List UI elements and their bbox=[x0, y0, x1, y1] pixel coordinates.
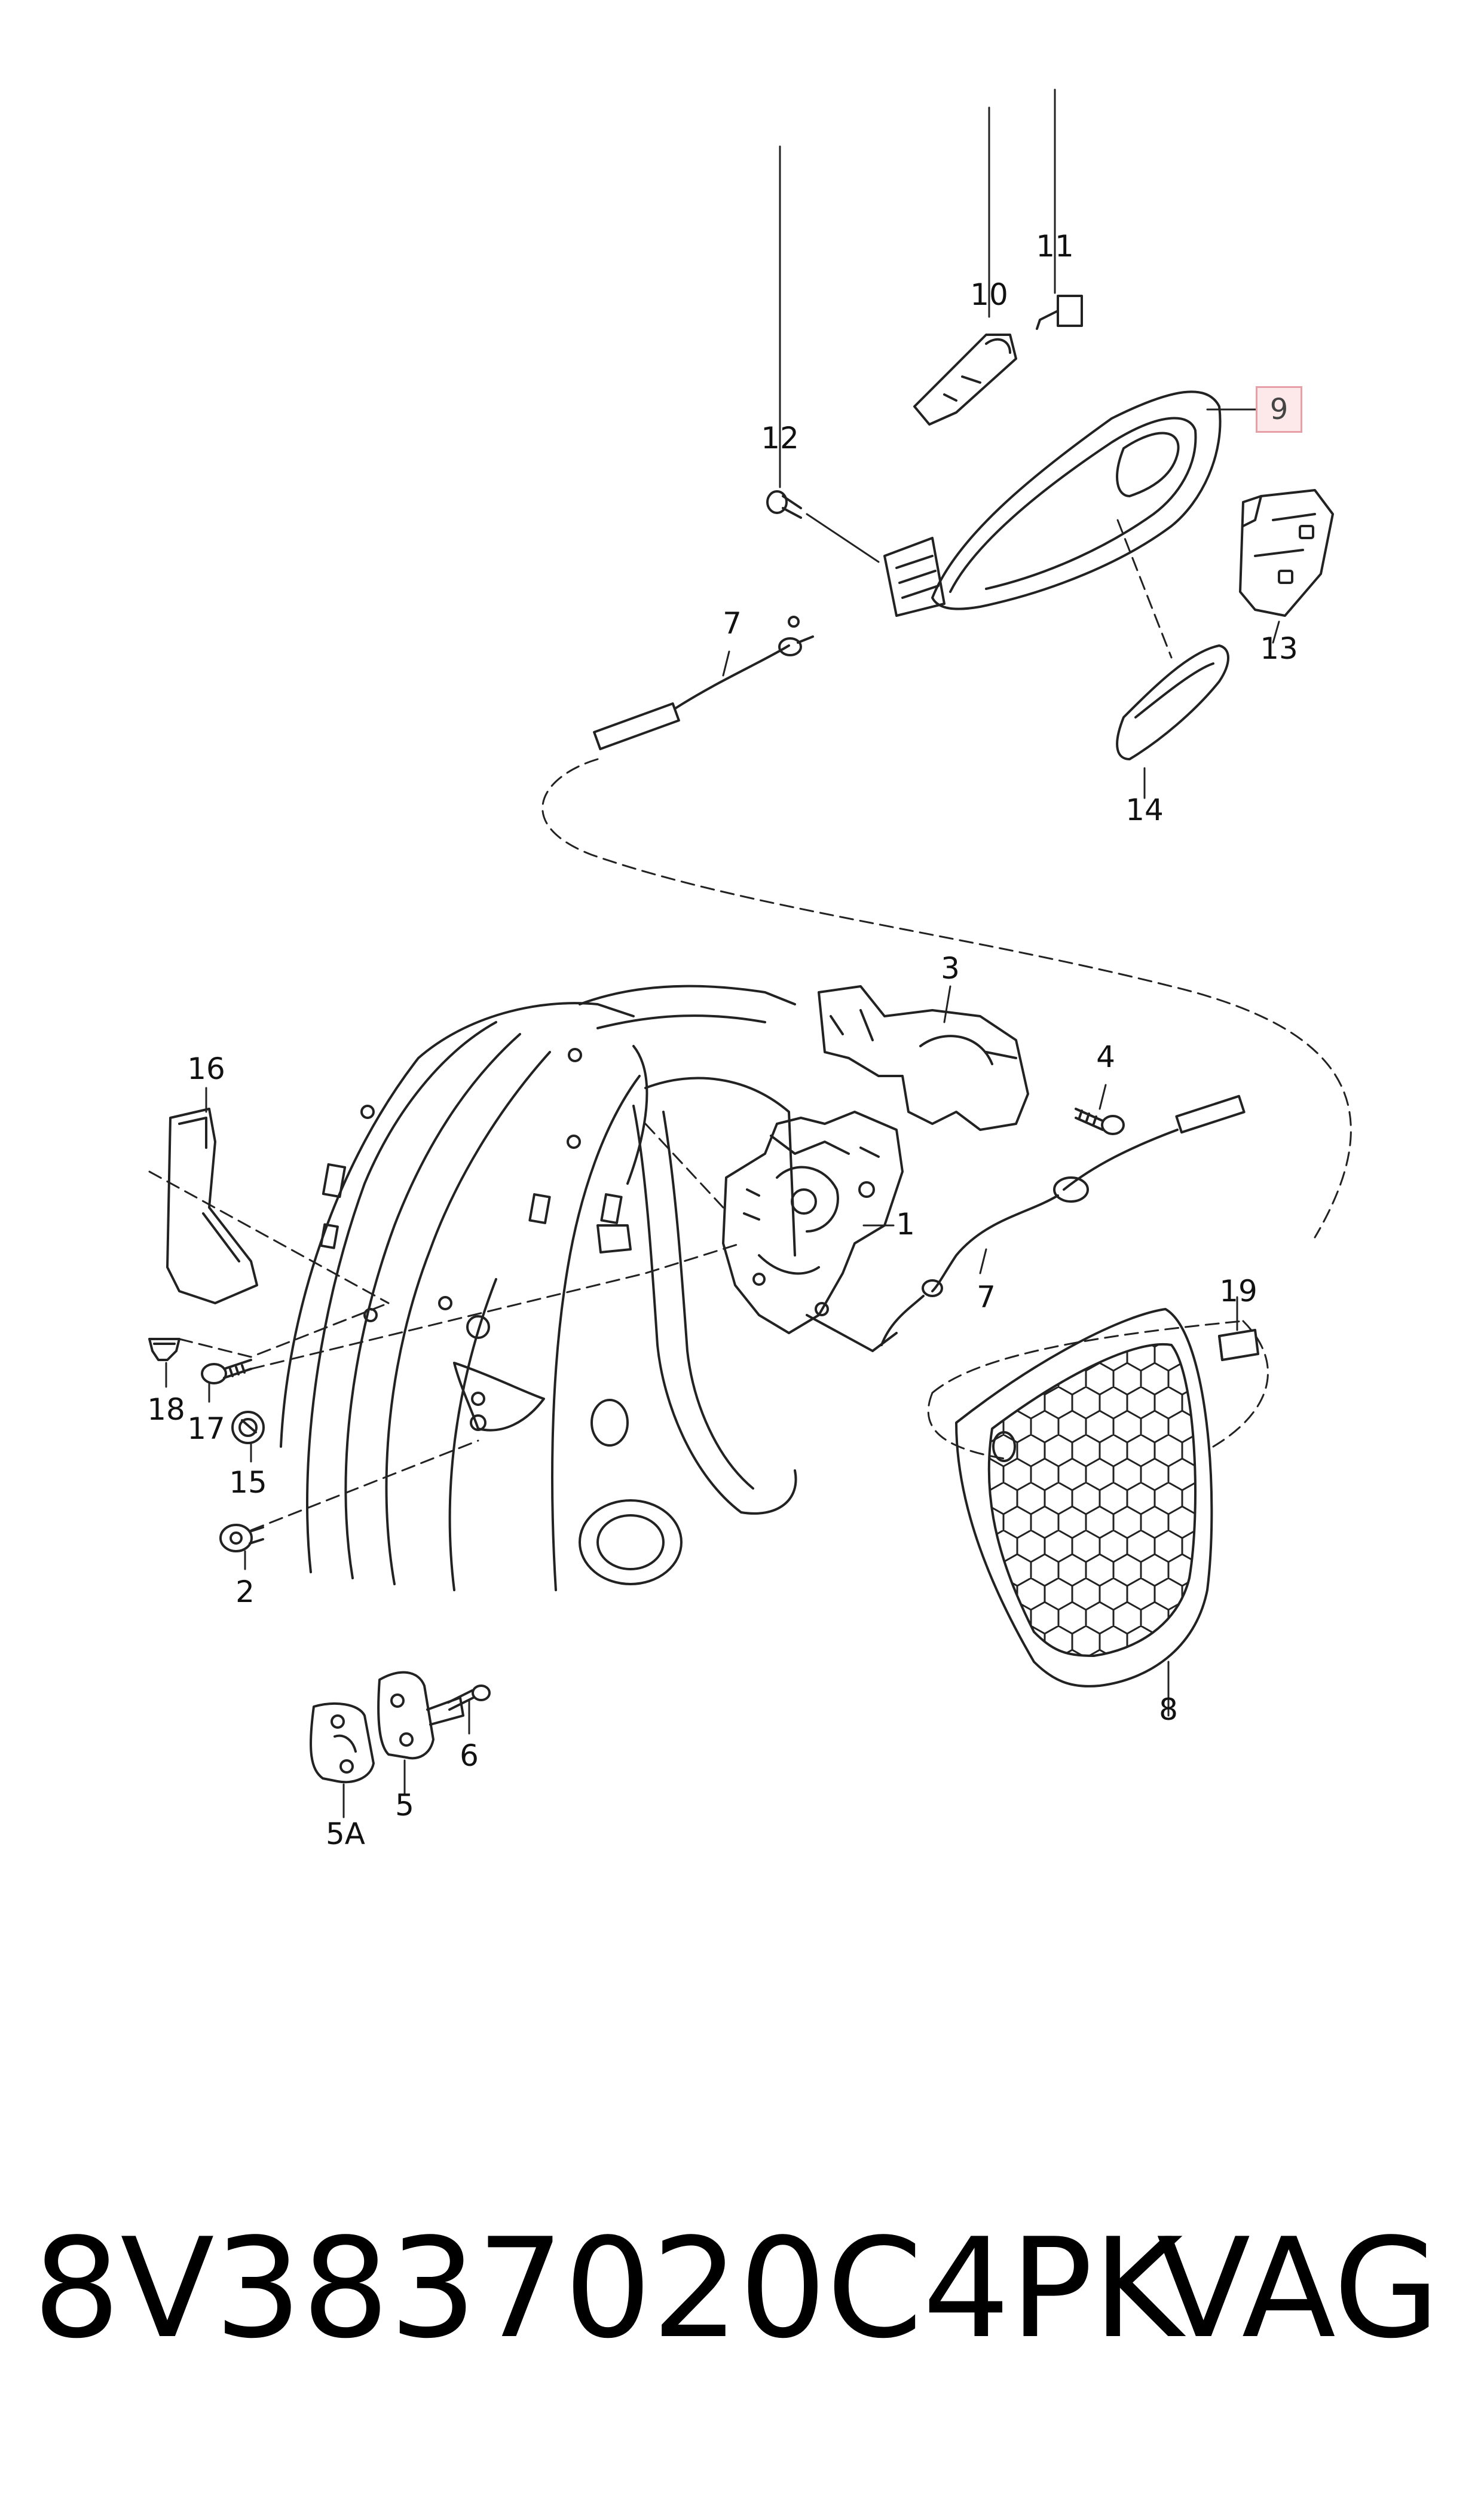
callout-2: 2 bbox=[235, 1575, 255, 1609]
brand-name: VAG bbox=[1156, 2209, 1440, 2369]
part-13-switch bbox=[1239, 489, 1334, 617]
callout-14: 14 bbox=[1125, 793, 1164, 827]
callout-17: 17 bbox=[187, 1411, 225, 1446]
part-5a-plate bbox=[310, 1702, 375, 1784]
callout-19: 19 bbox=[1219, 1274, 1257, 1309]
callout-8: 8 bbox=[1159, 1692, 1178, 1727]
part-18-clip bbox=[148, 1338, 180, 1361]
part-11-connector bbox=[1036, 295, 1083, 330]
callout-5a: 5A bbox=[325, 1817, 366, 1851]
callout-4: 4 bbox=[1096, 1040, 1115, 1074]
callout-leaders bbox=[165, 88, 1280, 1818]
callout-16: 16 bbox=[187, 1051, 225, 1086]
callout-1: 1 bbox=[896, 1207, 915, 1242]
part-2-screw bbox=[219, 1524, 264, 1552]
callout-6: 6 bbox=[460, 1738, 479, 1773]
part-12-screw bbox=[766, 490, 802, 519]
part-10-lever bbox=[913, 334, 1017, 426]
part-14-bezel bbox=[1116, 644, 1229, 760]
callout-18: 18 bbox=[147, 1392, 185, 1427]
callout-9-highlight[interactable]: 9 bbox=[1256, 386, 1302, 433]
part-1-door-lock bbox=[722, 1111, 904, 1352]
part-17-screw bbox=[201, 1359, 252, 1384]
callout-13: 13 bbox=[1260, 631, 1298, 666]
part-number: 8V3837020C4PK bbox=[33, 2209, 1183, 2369]
part-6-screw bbox=[447, 1685, 491, 1711]
callout-7-lower: 7 bbox=[977, 1280, 996, 1314]
door-body bbox=[280, 985, 797, 1591]
part-19-pad bbox=[1218, 1329, 1259, 1361]
part-15-nut bbox=[231, 1411, 265, 1444]
part-16-pillar-trim bbox=[166, 1108, 258, 1304]
callout-11: 11 bbox=[1036, 229, 1074, 264]
callout-3: 3 bbox=[941, 951, 960, 986]
assembly-lines bbox=[148, 519, 1352, 1531]
part-4-screw bbox=[1075, 1108, 1125, 1135]
callout-12: 12 bbox=[761, 421, 799, 455]
callout-15: 15 bbox=[229, 1465, 267, 1500]
part-8-speaker-grille bbox=[955, 1308, 1213, 1687]
part-3-bracket bbox=[818, 985, 1029, 1131]
callout-5: 5 bbox=[395, 1788, 414, 1823]
leader-12 bbox=[806, 513, 880, 563]
part-5-striker bbox=[377, 1671, 464, 1760]
callout-10: 10 bbox=[970, 277, 1008, 312]
part-7-lower-cable bbox=[880, 1095, 1246, 1346]
callout-7-upper: 7 bbox=[723, 606, 742, 641]
part-7-upper-cable bbox=[593, 616, 814, 751]
part-9-inner-handle bbox=[883, 390, 1222, 617]
